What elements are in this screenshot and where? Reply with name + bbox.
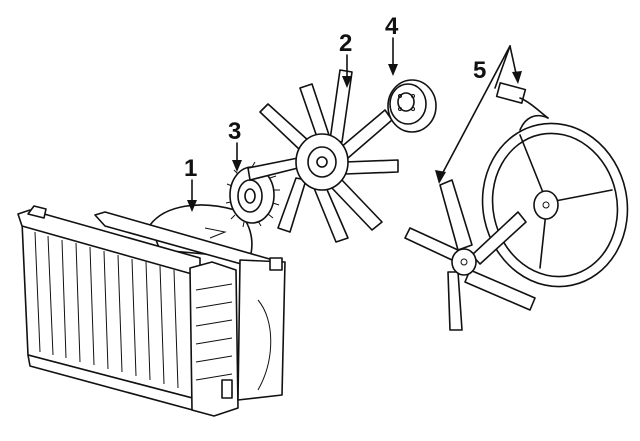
callout-2: 2 bbox=[339, 30, 352, 57]
radiator bbox=[17, 204, 286, 417]
fan-blade bbox=[247, 69, 399, 243]
pulley bbox=[387, 79, 437, 133]
leader-lines bbox=[187, 37, 522, 212]
callout-1: 1 bbox=[184, 155, 197, 182]
callout-3: 3 bbox=[228, 118, 241, 145]
auxiliary-fan-assembly bbox=[404, 82, 629, 331]
callout-5: 5 bbox=[473, 57, 486, 84]
callout-labels: 1 2 3 4 5 bbox=[184, 13, 486, 182]
callout-4: 4 bbox=[385, 13, 399, 40]
